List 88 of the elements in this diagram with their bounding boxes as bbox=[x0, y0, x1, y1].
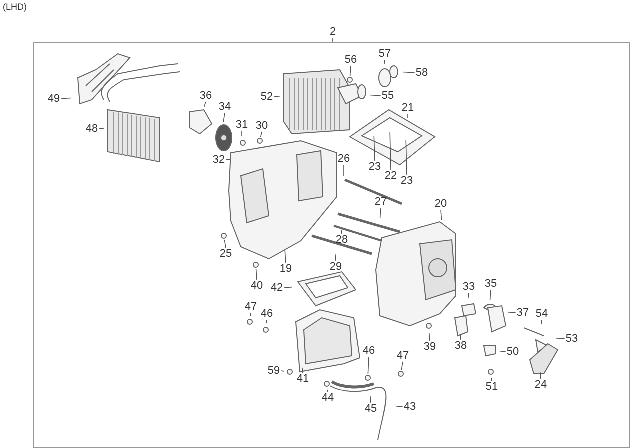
leader-line bbox=[370, 396, 372, 404]
leader-line bbox=[332, 38, 334, 44]
leader-line bbox=[460, 334, 462, 340]
callout-number: 49 bbox=[48, 93, 60, 105]
callout-number: 35 bbox=[484, 278, 498, 290]
callout-number: 32 bbox=[212, 154, 226, 166]
callout-number: 47 bbox=[396, 350, 410, 362]
leader-line bbox=[327, 390, 328, 392]
leader-line bbox=[402, 72, 416, 74]
callout-number: 44 bbox=[322, 392, 334, 404]
callout-number: 23 bbox=[400, 175, 414, 187]
leader-line bbox=[491, 378, 492, 382]
callout-number: 33 bbox=[462, 281, 476, 293]
leader-line bbox=[380, 208, 382, 218]
leader-line bbox=[266, 320, 268, 324]
callout-number: 34 bbox=[218, 101, 232, 113]
leader-line bbox=[384, 60, 386, 64]
leader-line bbox=[396, 406, 404, 408]
callout-number: 22 bbox=[384, 170, 398, 182]
callout-number: 53 bbox=[566, 333, 578, 345]
callout-number: 20 bbox=[434, 198, 448, 210]
callout-number: 54 bbox=[536, 308, 548, 320]
callout-number: 38 bbox=[454, 340, 468, 352]
leader-line bbox=[284, 248, 286, 264]
leader-line bbox=[508, 312, 516, 314]
leader-line bbox=[250, 312, 252, 316]
leader-line bbox=[350, 66, 352, 76]
callout-number: 40 bbox=[250, 280, 264, 292]
callout-number: 42 bbox=[270, 282, 284, 294]
callout-number: 39 bbox=[424, 341, 436, 353]
leader-line bbox=[440, 210, 442, 220]
leader-line bbox=[274, 96, 280, 98]
leader-line bbox=[98, 128, 104, 130]
note-label: (LHD) bbox=[3, 2, 27, 12]
leader-line bbox=[334, 254, 336, 262]
leader-line bbox=[256, 268, 258, 280]
leader-line bbox=[540, 372, 542, 380]
callout-number: 41 bbox=[296, 373, 310, 385]
leader-line bbox=[223, 112, 226, 122]
leader-line bbox=[280, 370, 284, 372]
leader-line bbox=[428, 332, 430, 342]
callout-number: 36 bbox=[200, 90, 212, 102]
leader-line bbox=[541, 320, 542, 324]
leader-line bbox=[204, 102, 206, 108]
leader-line bbox=[60, 98, 72, 100]
callout-number: 46 bbox=[260, 308, 274, 320]
leader-line bbox=[374, 136, 376, 162]
leader-line bbox=[468, 292, 470, 298]
callout-number: 28 bbox=[336, 234, 348, 246]
callout-number: 19 bbox=[280, 263, 292, 275]
callout-number: 58 bbox=[416, 67, 428, 79]
callout-number: 37 bbox=[516, 307, 530, 319]
callout-number: 26 bbox=[338, 153, 350, 165]
callout-number: 31 bbox=[236, 119, 248, 131]
leader-line bbox=[390, 132, 392, 170]
callout-number: 24 bbox=[534, 379, 548, 391]
callout-number: 47 bbox=[244, 301, 258, 313]
callout-number: 56 bbox=[344, 54, 358, 66]
assembly-frame bbox=[33, 42, 630, 448]
callout-number: 43 bbox=[404, 401, 416, 413]
callout-number: 29 bbox=[330, 261, 342, 273]
callout-number: 27 bbox=[374, 196, 388, 208]
leader-line bbox=[260, 132, 262, 138]
callout-number: 51 bbox=[486, 381, 498, 393]
leader-line bbox=[401, 362, 404, 370]
leader-line bbox=[284, 286, 292, 288]
callout-number: 48 bbox=[86, 123, 98, 135]
callout-number: 52 bbox=[260, 91, 274, 103]
leader-line bbox=[500, 351, 506, 352]
leader-line bbox=[406, 140, 408, 176]
callout-number: 55 bbox=[382, 90, 394, 102]
callout-number: 30 bbox=[256, 120, 268, 132]
leader-line bbox=[224, 240, 226, 248]
callout-number: 59 bbox=[268, 365, 280, 377]
leader-line bbox=[490, 290, 492, 300]
leader-line bbox=[556, 338, 566, 340]
leader-line bbox=[341, 230, 342, 234]
callout-number: 57 bbox=[378, 48, 392, 60]
leader-line bbox=[302, 368, 304, 374]
callout-number: 21 bbox=[402, 102, 414, 114]
callout-number: 25 bbox=[220, 248, 232, 260]
leader-line bbox=[370, 94, 382, 96]
callout-number: 2 bbox=[330, 26, 336, 38]
callout-number: 23 bbox=[368, 161, 382, 173]
leader-line bbox=[368, 356, 370, 374]
callout-number: 45 bbox=[364, 403, 378, 415]
callout-number: 46 bbox=[362, 345, 376, 357]
callout-number: 50 bbox=[506, 346, 520, 358]
